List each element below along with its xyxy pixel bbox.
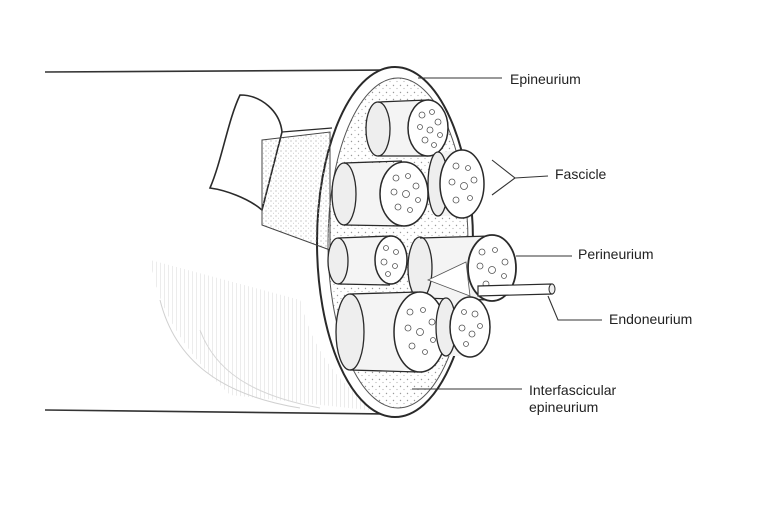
leader-lines <box>412 77 602 390</box>
label-endoneurium: Endoneurium <box>609 311 693 327</box>
fascicle-middle-right <box>427 149 485 219</box>
leader-fascicle-bracket <box>491 159 516 196</box>
epineurium-flap <box>208 94 333 251</box>
label-fascicle: Fascicle <box>555 166 607 182</box>
fascicle-center-small <box>327 235 408 286</box>
leader-endoneurium <box>547 295 602 321</box>
fascicle-top <box>365 99 449 157</box>
fascicle-lower-left <box>335 291 447 373</box>
label-interfascicular-line2: epineurium <box>529 399 599 415</box>
fascicle-perineurium <box>407 234 517 302</box>
fascicle-lower-right <box>435 296 491 358</box>
label-interfascicular-line1: Interfascicular <box>529 382 617 398</box>
label-perineurium: Perineurium <box>578 246 654 262</box>
fascicle-middle-left <box>331 160 429 227</box>
endoneurium-rod <box>477 283 556 297</box>
label-interfascicular-epineurium: Interfascicular epineurium <box>529 382 616 416</box>
label-epineurium: Epineurium <box>510 71 581 87</box>
leader-fascicle <box>514 175 549 179</box>
nerve-trunk <box>44 69 396 415</box>
